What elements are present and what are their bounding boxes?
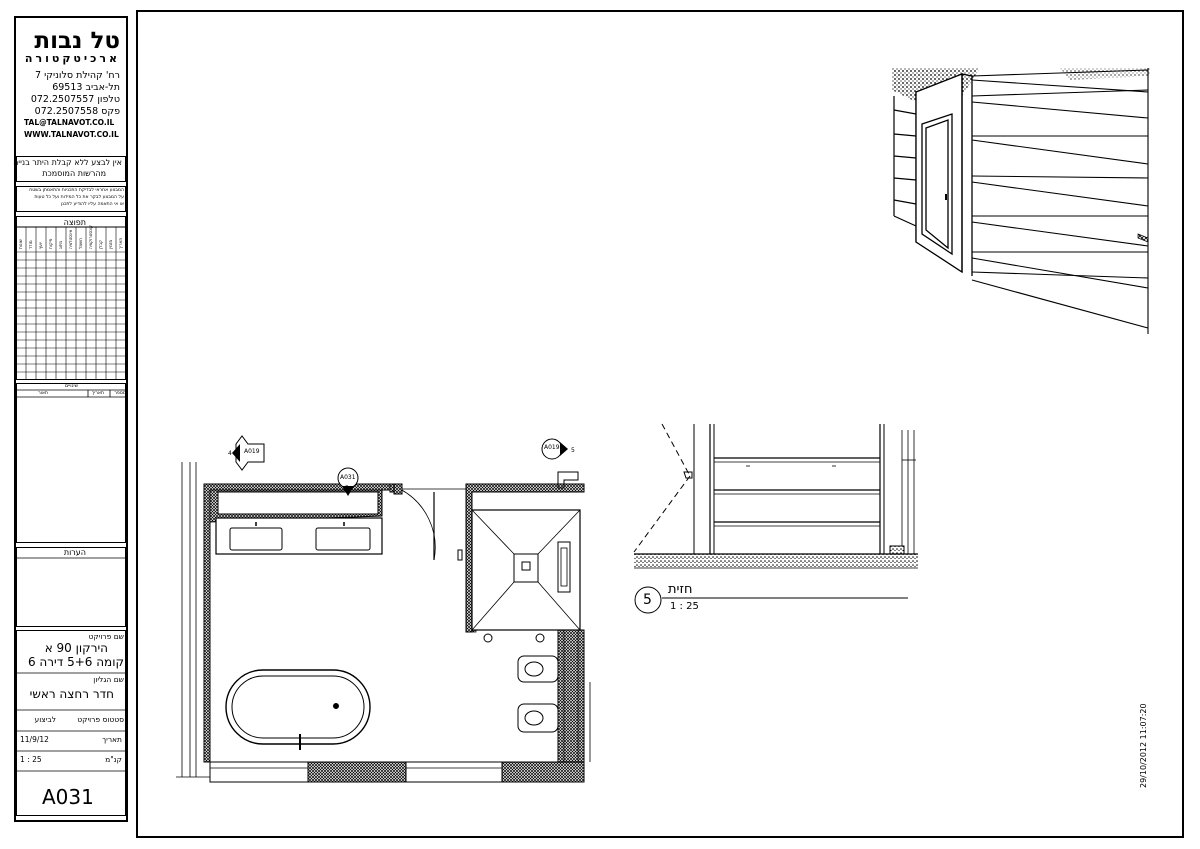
responsibility-box: [16, 186, 126, 212]
firm-city: תל-אביב 69513: [52, 82, 120, 93]
responsibility-line1: המבצע אחראי לבדיקת התכניות והתאמתן בשטח: [29, 188, 124, 193]
sheet-number: A031: [42, 785, 94, 809]
distribution-column-header: מזמין: [108, 239, 113, 249]
distribution-column-headers: תאריך מזמין קבלן קונסטרוקציה חשמל אינסטלציה מי…: [16, 225, 126, 251]
elevation-scale: 1 : 25: [670, 601, 699, 612]
distribution-column-header: מיזוג: [58, 240, 63, 249]
section-tag-mid-num: 5: [345, 485, 349, 492]
section-tag-mid-code: A031: [340, 474, 356, 481]
notes-title: הערות: [63, 548, 86, 557]
revisions-title: שינויים: [64, 384, 78, 389]
date-label: תאריך: [102, 735, 122, 744]
firm-subtitle: ארכיטקטורה: [24, 52, 120, 65]
firm-name: טל נבות: [34, 28, 120, 54]
elevation-title: חזית: [668, 582, 693, 597]
project-info-lines: [16, 672, 126, 772]
distribution-column-header: קונסטרוקציה: [88, 225, 93, 249]
distribution-grid: [16, 226, 126, 380]
distribution-column-header: יועץ: [38, 242, 43, 249]
section-tag-left: [232, 435, 265, 471]
project-info-box: [16, 630, 126, 816]
perspective-view: [892, 68, 1150, 334]
firm-email: TAL@TALNAVOT.CO.IL: [24, 118, 115, 127]
section-tag-mid: [337, 467, 359, 496]
responsibility-line3: או אי התאמה עליו להודיע לתכנן: [60, 202, 124, 207]
revisions-col-date: תאריך: [91, 391, 104, 396]
date-value: 11/9/12: [20, 735, 49, 744]
permit-warning-line1: אין לבצע ללא קבלת היתר בנייה: [13, 158, 122, 167]
distribution-column-header: חשמל: [78, 238, 83, 249]
section-tag-right: [541, 438, 568, 460]
sheet-name-label: שם הגליון: [93, 675, 124, 684]
drawing-frame: [136, 10, 1184, 838]
distribution-title: תפוצה: [63, 218, 86, 227]
project-status-value: לביצוע: [34, 715, 56, 724]
elevation-view: [633, 423, 918, 614]
revisions-header-lines: [16, 389, 126, 398]
responsibility-line2: על המבצע לבקר את כל המידות ועל כל טעות: [34, 195, 124, 200]
elevation-number: 5: [643, 592, 652, 608]
sheet-name: חדר רחצה ראשי: [29, 687, 114, 701]
notes-box: [16, 547, 126, 627]
distribution-column-header: פיקוח: [48, 238, 53, 249]
section-tag-left-num: 4: [228, 450, 232, 457]
project-status-label: סטטוס פרויקט: [77, 715, 124, 724]
scale-label: קנ"מ: [105, 755, 122, 764]
floor-plan: [176, 435, 591, 783]
project-name: הירקון 90 א: [44, 641, 108, 655]
distribution-table: [16, 216, 126, 380]
project-floor: קומה 5+6 דירה 6: [27, 655, 124, 669]
firm-phone: טלפון 072.2507557: [30, 94, 120, 105]
title-block: טל נבות ארכיטקטורה רח' קהילת סלוניקי 7 ת…: [13, 16, 128, 822]
revisions-table: [16, 383, 126, 543]
scale-value: 1 : 25: [20, 755, 42, 764]
distribution-column-header: אינסטלציה: [68, 229, 73, 249]
permit-warning-box: [16, 156, 126, 182]
permit-warning-line2: מהרשות המוסמכת: [42, 169, 106, 178]
distribution-column-header: קבלן: [98, 240, 103, 249]
revisions-col-desc: תאור: [38, 391, 48, 396]
elevation-title-marker: [634, 586, 908, 614]
firm-website: WWW.TALNAVOT.CO.IL: [24, 130, 119, 139]
project-name-label: שם פרויקט: [88, 632, 125, 641]
section-tag-right-code: A019: [544, 444, 560, 451]
firm-fax: פקס 072.2507558: [34, 106, 120, 117]
notes-header-line: [16, 557, 126, 559]
print-timestamp: 29/10/2012 11:07:20: [1139, 703, 1148, 788]
revisions-col-num: מספר: [114, 391, 126, 396]
section-tag-right-num: 5: [571, 447, 575, 454]
distribution-column-header: שונות: [18, 239, 23, 249]
title-block-frame: [14, 16, 128, 822]
section-tag-left-code: A019: [244, 448, 260, 455]
distribution-column-header: תאריך: [118, 237, 123, 249]
distribution-column-header: מודד: [28, 240, 33, 249]
firm-address: רח' קהילת סלוניקי 7: [35, 70, 120, 81]
